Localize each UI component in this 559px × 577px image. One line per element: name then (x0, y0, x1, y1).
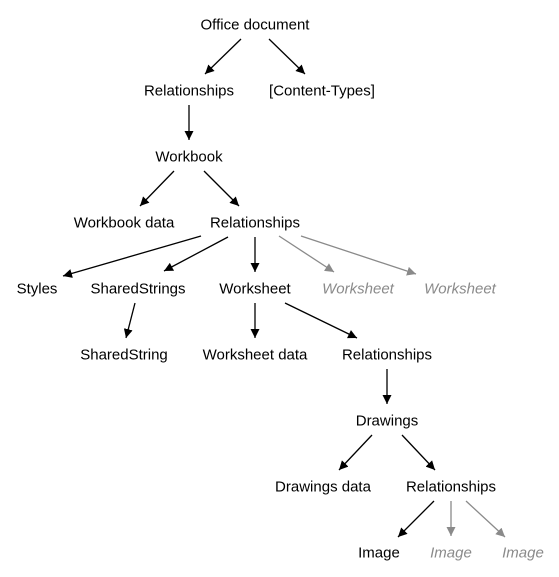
edge-office-to-rel1 (204, 38, 242, 75)
node-styles: Styles (17, 281, 58, 298)
node-image2: Image (430, 545, 472, 562)
node-sheet2: Worksheet (322, 281, 395, 298)
node-drawings: Drawings (356, 413, 419, 430)
edge-rel4-to-image (397, 500, 435, 538)
node-sheet3: Worksheet (424, 281, 497, 298)
edge-workbook-to-wbdata (139, 170, 175, 207)
node-workbook: Workbook (155, 149, 223, 166)
node-image3: Image (502, 545, 544, 562)
node-sstring: SharedString (80, 347, 168, 364)
node-wbdata: Workbook data (74, 215, 175, 232)
node-sstrings: SharedStrings (90, 281, 185, 298)
node-image: Image (358, 545, 400, 562)
node-rel1: Relationships (144, 83, 234, 100)
node-sheet: Worksheet (219, 281, 291, 298)
edge-drawings-to-rel4 (401, 434, 436, 471)
node-ctypes: [Content-Types] (269, 83, 375, 100)
edge-rel2-to-styles (62, 235, 202, 278)
edge-layer (62, 38, 506, 538)
node-rel3: Relationships (342, 347, 432, 364)
edge-sstrings-to-sstring (123, 302, 136, 339)
node-drdata: Drawings data (275, 479, 372, 496)
edge-rel2-to-sheet3-ghost (300, 235, 417, 276)
edge-rel4-to-image3-ghost (465, 500, 506, 538)
node-office: Office document (201, 17, 311, 34)
node-rel4: Relationships (406, 479, 496, 496)
node-wsdata: Worksheet data (203, 347, 308, 364)
node-rel2: Relationships (210, 215, 300, 232)
edge-office-to-ctypes (268, 38, 306, 75)
edge-rel2-to-sstrings (163, 236, 229, 272)
edge-sheet-to-rel3 (284, 302, 358, 339)
edge-drawings-to-drdata (338, 434, 373, 471)
edge-rel2-to-sheet2-ghost (278, 235, 335, 273)
edge-workbook-to-rel2 (203, 170, 240, 207)
